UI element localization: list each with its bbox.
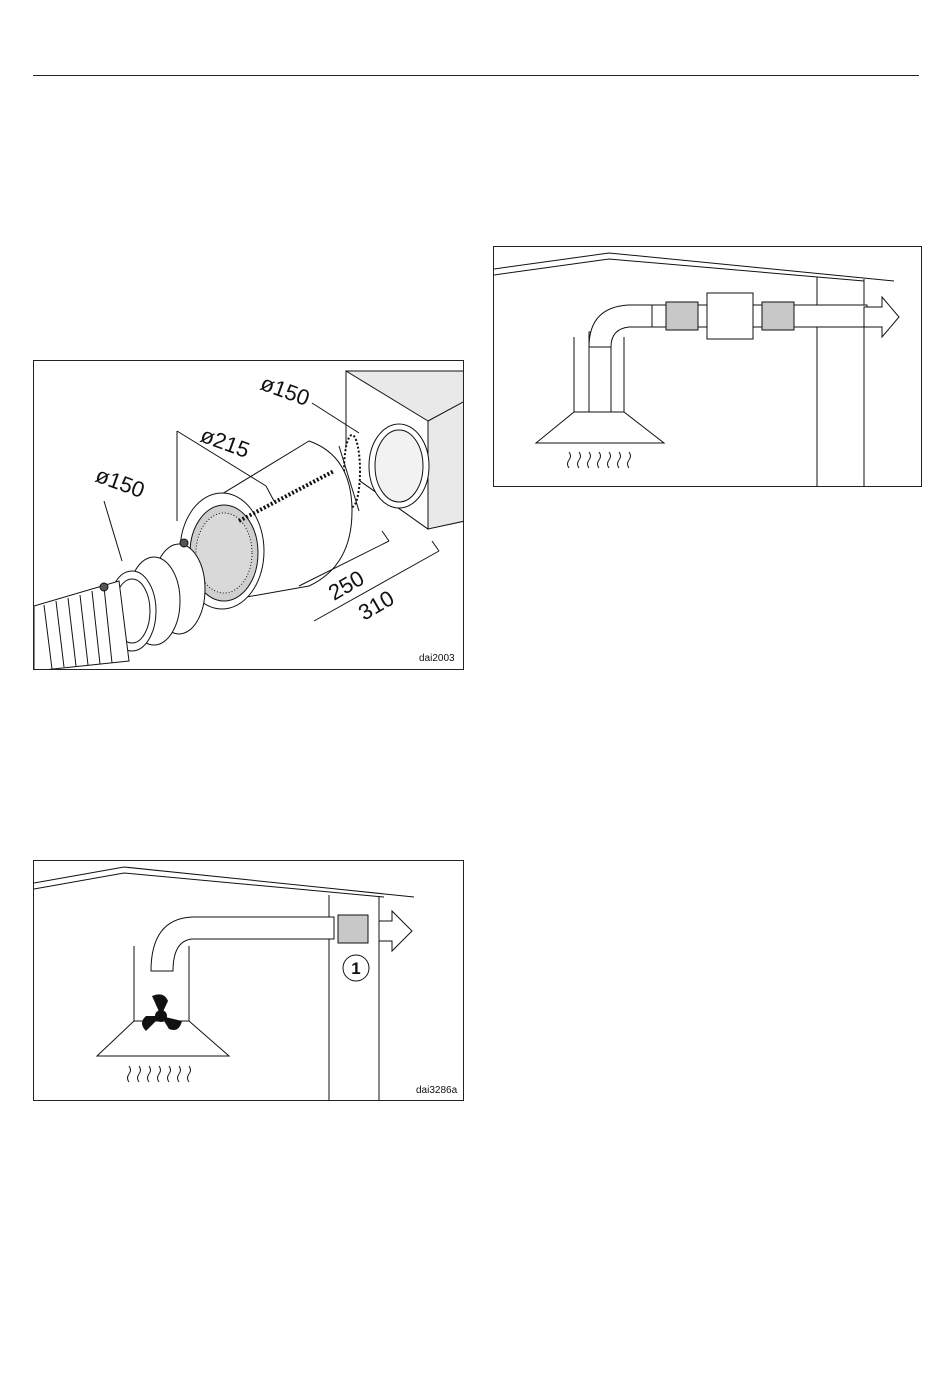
filter-assembly-figure: ø150 ø215 ø150 250 310 dai2003 xyxy=(33,360,464,670)
exhaust-arrow xyxy=(864,297,899,337)
steam-lines xyxy=(128,1066,191,1082)
hood xyxy=(536,305,664,443)
inline-filter xyxy=(666,293,794,339)
hood-fan-filter-drawing: 1 dai3286a xyxy=(34,861,464,1101)
hood xyxy=(97,917,334,1056)
top-rule xyxy=(33,75,919,76)
hood-fan-filter-figure: 1 dai3286a xyxy=(33,860,464,1101)
hood-inline-filter-drawing xyxy=(494,247,922,487)
flexible-hose xyxy=(34,581,129,670)
steam-lines xyxy=(568,452,631,468)
right-diameter-label: ø150 xyxy=(257,370,313,411)
callout-1: 1 xyxy=(343,955,369,981)
filter-assembly-drawing: ø150 ø215 ø150 250 310 dai2003 xyxy=(34,361,464,670)
figure-code: dai3286a xyxy=(416,1085,458,1096)
callout-number: 1 xyxy=(351,959,360,978)
exhaust-arrow xyxy=(379,911,412,951)
hood-inline-filter-figure xyxy=(493,246,922,487)
figure-code: dai2003 xyxy=(419,653,455,664)
body-diameter-label: ø215 xyxy=(197,422,253,463)
left-diameter-label: ø150 xyxy=(92,462,148,503)
roof-line xyxy=(34,867,414,897)
roof-line xyxy=(494,253,894,281)
filter xyxy=(338,915,368,943)
